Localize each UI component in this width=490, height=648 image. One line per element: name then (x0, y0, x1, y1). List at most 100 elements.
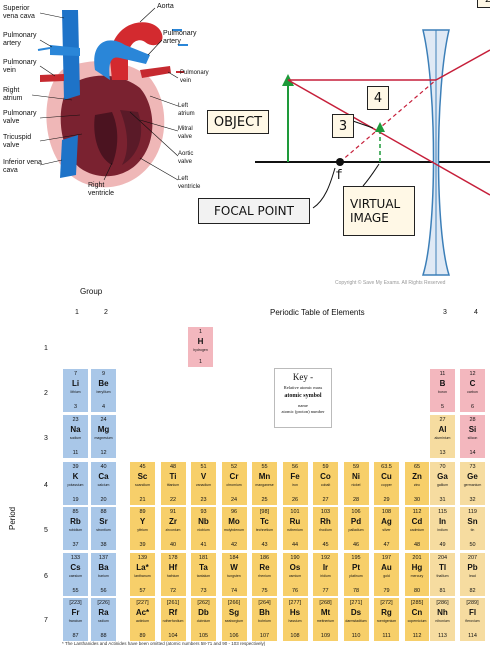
element-mass: 88 (91, 509, 116, 515)
element-mass: 40 (91, 464, 116, 470)
label-superior-vena-cava: Superior vena cava (3, 5, 43, 20)
element-name: dubnium (191, 619, 216, 623)
element-symbol: Tc (252, 517, 277, 526)
element-number: 80 (405, 588, 430, 594)
element-cell-nihonium: [286]Nhnihonium113 (429, 597, 456, 642)
period-number-6: 6 (44, 573, 48, 580)
element-name: calcium (91, 483, 116, 487)
element-symbol: Cr (222, 472, 247, 481)
element-name: magnesium (91, 436, 116, 440)
element-name: niobium (191, 528, 216, 532)
label-mitral-valve: Mitral valve (178, 126, 196, 141)
element-symbol: Ga (430, 472, 455, 481)
periodic-title: Periodic Table of Elements (270, 308, 365, 317)
element-number: 89 (130, 633, 155, 639)
periodic-key: Key - Relative atomic mass atomic symbol… (274, 368, 332, 428)
element-cell-hydrogen: 1 H hydrogen 1 (187, 326, 214, 368)
element-cell-cadmium: 112Cdcadmium48 (404, 506, 431, 551)
element-number: 21 (130, 497, 155, 503)
element-name: technetium (252, 528, 277, 532)
element-mass: [268] (313, 600, 338, 606)
element-cell-calcium: 40Cacalcium20 (90, 461, 117, 506)
element-number: 28 (344, 497, 369, 503)
element-mass: 115 (430, 509, 455, 515)
element-number: 108 (283, 633, 308, 639)
element-number: 38 (91, 542, 116, 548)
element-mass: [226] (91, 600, 116, 606)
element-name: copernicium (405, 619, 430, 623)
element-name: gold (374, 574, 399, 578)
element-name: chromium (222, 483, 247, 487)
label-pulmonary-vein-left: Pulmonary vein (3, 59, 43, 74)
element-name: lithium (63, 390, 88, 394)
element-symbol: Be (91, 379, 116, 388)
element-symbol: Re (252, 563, 277, 572)
element-number: 14 (460, 450, 485, 456)
element-number: 56 (91, 588, 116, 594)
element-mass: 70 (430, 464, 455, 470)
element-cell-vanadium: 51Vvanadium23 (190, 461, 217, 506)
element-number: 57 (130, 588, 155, 594)
element-number: 41 (191, 542, 216, 548)
element-symbol: Ti (161, 472, 186, 481)
element-mass: 52 (222, 464, 247, 470)
element-mass: [264] (252, 600, 277, 606)
element-number: 43 (252, 542, 277, 548)
element-symbol: Pd (344, 517, 369, 526)
label-pulmonary-artery-left: Pulmonary artery (3, 32, 43, 47)
virtual-label-line2: IMAGE (350, 211, 389, 225)
element-cell-thallium: 204Tlthallium81 (429, 552, 456, 597)
label-pulmonary-valve: Pulmonary valve (3, 110, 43, 125)
element-symbol: Mn (252, 472, 277, 481)
element-cell-rubidium: 85Rbrubidium37 (62, 506, 89, 551)
element-mass: 56 (283, 464, 308, 470)
element-symbol: Nh (430, 608, 455, 617)
element-symbol: In (430, 517, 455, 526)
element-number: 79 (374, 588, 399, 594)
element-number: 77 (313, 588, 338, 594)
element-mass: [262] (191, 600, 216, 606)
optics-diagram: OBJECT 3 4 2 f FOCAL POINT VIRTUAL IMAGE… (195, 0, 490, 295)
element-symbol: Ir (313, 563, 338, 572)
period-number-7: 7 (44, 617, 48, 624)
element-symbol: Sc (130, 472, 155, 481)
element-symbol: W (222, 563, 247, 572)
element-mass: 23 (63, 417, 88, 423)
element-symbol: Ta (191, 563, 216, 572)
element-cell-cobalt: 59Cocobalt27 (312, 461, 339, 506)
element-symbol: Hs (283, 608, 308, 617)
element-mass: 103 (313, 509, 338, 515)
label-inferior-vena-cava: Inferior vena cava (3, 159, 43, 174)
element-mass: 186 (252, 555, 277, 561)
element-name: cobalt (313, 483, 338, 487)
element-symbol: Al (430, 425, 455, 434)
group-number-1: 1 (75, 309, 79, 316)
element-symbol: La* (130, 563, 155, 572)
element-mass: 9 (91, 371, 116, 377)
key-mass-line: Relative atomic mass (275, 385, 331, 390)
element-name: francium (63, 619, 88, 623)
element-name: platinum (344, 574, 369, 578)
element-name: yttrium (130, 528, 155, 532)
element-cell-boron: 11Bboron5 (429, 368, 456, 413)
element-mass: 178 (161, 555, 186, 561)
element-symbol: Zr (161, 517, 186, 526)
element-mass: 7 (63, 371, 88, 377)
group-number-3: 3 (443, 309, 447, 316)
element-number: 39 (130, 542, 155, 548)
element-cell-zinc: 65Znzinc30 (404, 461, 431, 506)
key-name-line: name (275, 403, 331, 408)
element-symbol: Db (191, 608, 216, 617)
element-name: mercury (405, 574, 430, 578)
step-4-label: 4 (367, 86, 389, 110)
element-mass: 28 (460, 417, 485, 423)
element-name: caesium (63, 574, 88, 578)
